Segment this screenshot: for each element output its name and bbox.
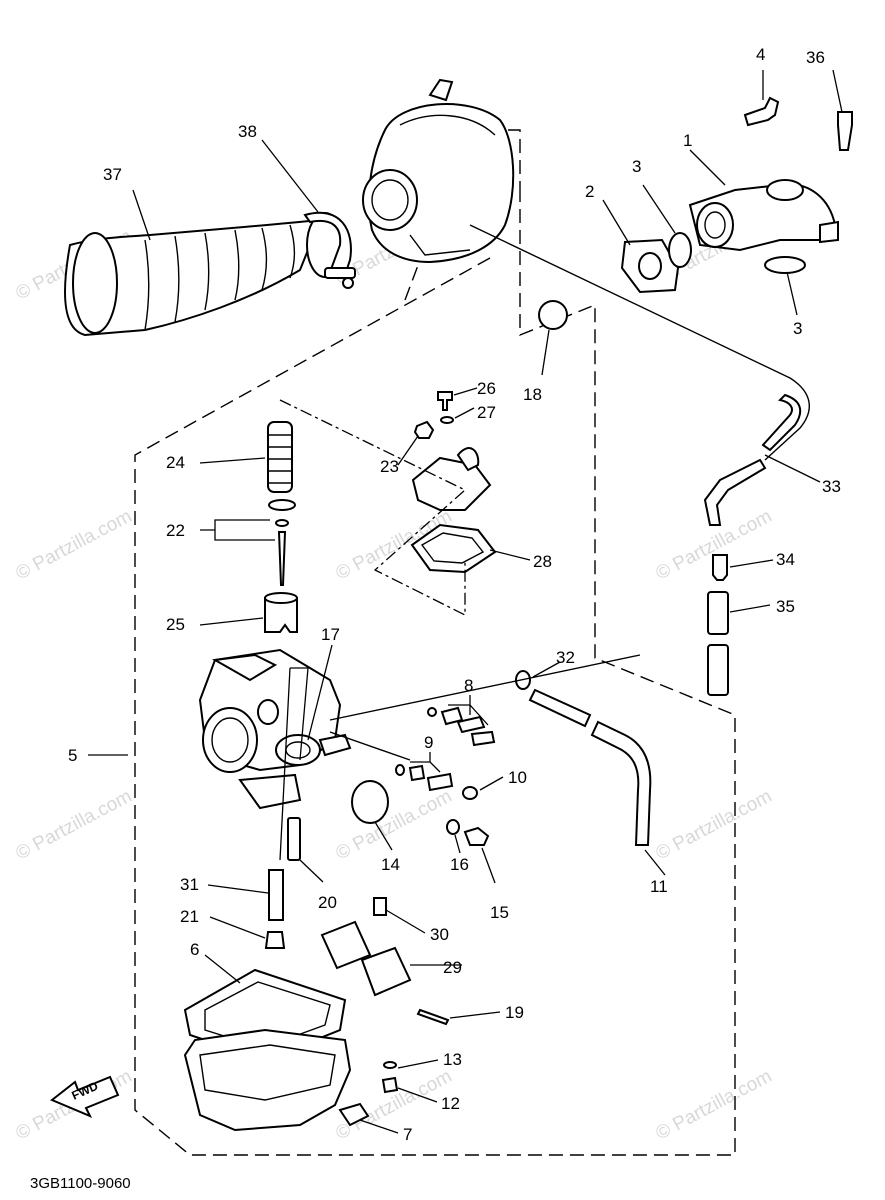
callout-label: 30	[430, 925, 449, 944]
connector-line	[329, 654, 641, 761]
callout-label: 11	[650, 877, 668, 896]
washer	[268, 499, 296, 511]
callout-label: 28	[533, 552, 552, 571]
throttle-valve	[264, 597, 298, 633]
pilot-jet	[264, 931, 286, 949]
callout-label: 14	[381, 855, 400, 874]
drain-bolt	[338, 1102, 370, 1127]
callout-label: 12	[441, 1094, 460, 1113]
callout-label: 3	[793, 319, 802, 338]
watermark: © Partzilla.com	[652, 786, 775, 865]
air-intake-boot	[64, 212, 344, 337]
jet-needle	[277, 531, 287, 586]
watermark: © Partzilla.com	[12, 506, 135, 585]
callout-label: 31	[180, 875, 199, 894]
float-valve	[373, 897, 387, 916]
diagram-code: 3GB1100-9060	[30, 1175, 131, 1192]
callout-label: 5	[68, 746, 77, 765]
carburetor-body	[198, 648, 352, 810]
assembly-boundary	[134, 195, 736, 1156]
drain-tube-lower	[707, 644, 729, 696]
drain-screw	[463, 826, 490, 846]
needle-jet	[287, 817, 301, 861]
float	[320, 920, 412, 997]
callout-label: 34	[776, 550, 795, 569]
main-jet	[268, 869, 284, 921]
callout-label: 21	[180, 907, 199, 926]
drain-tube	[707, 591, 729, 635]
callout-label: 36	[806, 48, 825, 67]
seal-disc	[538, 300, 568, 330]
callout-label: 26	[477, 379, 496, 398]
needle-clip	[275, 519, 289, 527]
callout-label: 3	[632, 157, 641, 176]
cable-adjuster	[456, 447, 480, 472]
watermark: © Partzilla.com	[332, 786, 455, 865]
callout-label: 17	[321, 625, 340, 644]
overflow-hose	[590, 720, 652, 846]
callout-label: 13	[443, 1050, 462, 1069]
guide-line	[279, 399, 467, 617]
screw	[437, 391, 453, 411]
callout-label: 33	[822, 477, 841, 496]
breather-hose	[469, 224, 810, 461]
o-ring-small	[446, 819, 460, 835]
callout-label: 27	[477, 403, 496, 422]
callout-label: 29	[443, 958, 462, 977]
callout-label: 25	[166, 615, 185, 634]
callout-label: 18	[523, 385, 542, 404]
watermark: © Partzilla.com	[652, 1066, 775, 1145]
callout-label: 23	[380, 457, 399, 476]
callout-label: 2	[585, 182, 594, 201]
callout-label: 4	[756, 45, 765, 64]
callout-label: 20	[318, 893, 337, 912]
float-pin	[416, 1008, 450, 1026]
throttle-spring	[267, 421, 293, 493]
leader-lines	[88, 69, 843, 1134]
callout-label: 24	[166, 453, 185, 472]
bolt	[743, 96, 780, 127]
callout-labels: 4 36 1 3 2 3 37 38 18 26 27 23 24 22 25 …	[68, 45, 841, 1144]
diaphragm-cap	[351, 780, 389, 824]
bolt	[837, 111, 853, 151]
callout-label: 32	[556, 648, 575, 667]
overflow-hose	[528, 688, 592, 728]
hose-fitting	[712, 554, 728, 581]
hose-clamp	[303, 211, 356, 289]
callout-label: 16	[450, 855, 469, 874]
callout-label: 10	[508, 768, 527, 787]
washer-small	[383, 1061, 397, 1069]
carburetor-top-cap	[362, 78, 515, 264]
callout-label: 6	[190, 940, 199, 959]
adjust-screw-set	[427, 706, 496, 747]
o-ring	[764, 256, 806, 274]
watermarks: © Partzilla.com © Partzilla.com © Partzi…	[12, 211, 775, 1145]
pilot-screw-set	[395, 764, 454, 792]
fwd-arrow-icon: FWD	[50, 1075, 120, 1118]
lock-washer	[440, 416, 454, 424]
gasket-plate	[620, 238, 680, 294]
assembly-boundary-top	[404, 129, 521, 301]
callout-label: 35	[776, 597, 795, 616]
breather-hose-tube	[703, 458, 767, 526]
watermark: © Partzilla.com	[12, 786, 135, 865]
breather-hose-tube	[761, 393, 802, 452]
callout-label: 37	[103, 165, 122, 184]
nut	[413, 420, 435, 439]
callout-label: 9	[424, 733, 433, 752]
callout-label: 1	[683, 131, 692, 150]
callout-label: 19	[505, 1003, 524, 1022]
float-chamber	[183, 1028, 352, 1132]
callout-label: 7	[403, 1125, 412, 1144]
callout-label: 38	[238, 122, 257, 141]
callout-label: 8	[464, 676, 473, 695]
intake-manifold	[688, 179, 839, 252]
o-ring	[668, 232, 692, 268]
plug	[462, 786, 478, 800]
callout-label: 15	[490, 903, 509, 922]
callout-label: 22	[166, 521, 185, 540]
screw-small	[381, 1076, 399, 1094]
